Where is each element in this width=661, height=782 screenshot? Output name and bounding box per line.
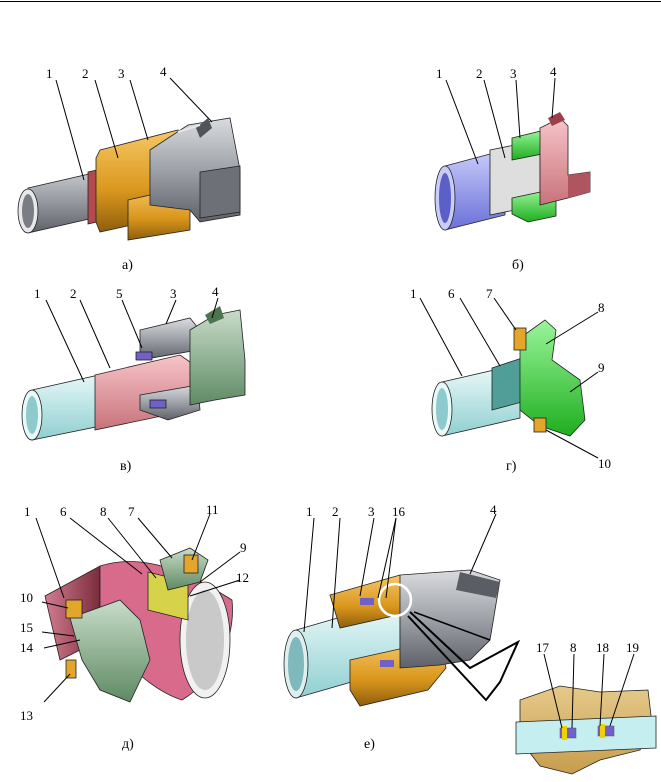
- panel-b-label-2: 2: [476, 66, 483, 81]
- panel-b-label-3: 3: [510, 66, 517, 81]
- panel-d-label-12: 12: [236, 570, 249, 585]
- panel-e-label-16: 16: [392, 504, 406, 519]
- panel-d-label-1: 1: [24, 504, 31, 519]
- panel-d-label-6: 6: [60, 504, 67, 519]
- panel-e-label-3: 3: [368, 504, 375, 519]
- panel-d-label-11: 11: [206, 502, 219, 517]
- panel-v-leaders: [45, 297, 219, 383]
- panel-e-label-19: 19: [626, 640, 639, 655]
- panel-e-label-4: 4: [490, 502, 497, 517]
- panel-b-label-1: 1: [436, 66, 443, 81]
- panel-a-drawing: [17, 117, 241, 241]
- panel-g-label-10: 10: [598, 456, 611, 471]
- panel-e-label-18: 18: [596, 640, 609, 655]
- panel-v-label-2: 2: [70, 286, 77, 301]
- panel-e-label-17: 17: [536, 640, 550, 655]
- panel-d-label-15: 15: [20, 620, 33, 635]
- panel-g-caption: г): [506, 459, 517, 474]
- panel-a-leaders: [55, 77, 213, 181]
- panel-d-label-14: 14: [20, 640, 34, 655]
- panel-g-drawing: [431, 319, 586, 437]
- panel-g-label-6: 6: [448, 286, 455, 301]
- panel-v-label-5: 5: [116, 286, 123, 301]
- panel-v-label-1: 1: [34, 286, 41, 301]
- panel-b-drawing: [434, 112, 591, 231]
- panel-d-label-7: 7: [128, 504, 135, 519]
- panel-b-leaders: [445, 77, 556, 165]
- panel-a-label-3: 3: [118, 66, 125, 81]
- panel-v-label-4: 4: [212, 284, 219, 299]
- panel-e-drawing: [283, 569, 521, 707]
- panel-g-label-8: 8: [598, 300, 605, 315]
- panel-a-label-1: 1: [46, 66, 53, 81]
- panel-d-caption: д): [122, 737, 134, 752]
- panel-e-label-8: 8: [570, 640, 577, 655]
- panel-g-label-1: 1: [410, 286, 417, 301]
- panel-a-label-2: 2: [82, 66, 89, 81]
- panel-v-label-3: 3: [170, 286, 177, 301]
- panel-d-label-10: 10: [20, 590, 33, 605]
- panel-v-caption: в): [120, 459, 132, 474]
- panel-v-drawing: [21, 306, 246, 441]
- panel-e-leaders: [303, 513, 497, 633]
- panel-d-drawing: [44, 547, 233, 703]
- panel-d-label-8: 8: [100, 504, 107, 519]
- panel-g-label-9: 9: [598, 360, 605, 375]
- panel-d-label-13: 13: [20, 708, 33, 723]
- panel-d-label-9: 9: [240, 540, 247, 555]
- panel-e-inset: [515, 685, 657, 775]
- panel-b-label-4: 4: [550, 64, 557, 79]
- panel-d-leaders: [35, 513, 241, 703]
- panel-e-caption: е): [364, 737, 375, 752]
- panel-e-label-1: 1: [306, 504, 313, 519]
- panel-e-label-2: 2: [332, 504, 339, 519]
- panel-a-label-4: 4: [160, 64, 167, 79]
- panel-g-label-7: 7: [486, 286, 493, 301]
- panel-e-inset-leaders: [543, 653, 635, 729]
- panel-g-leaders: [419, 297, 599, 459]
- panel-a-caption: а): [122, 258, 133, 273]
- panel-b-caption: б): [512, 258, 524, 273]
